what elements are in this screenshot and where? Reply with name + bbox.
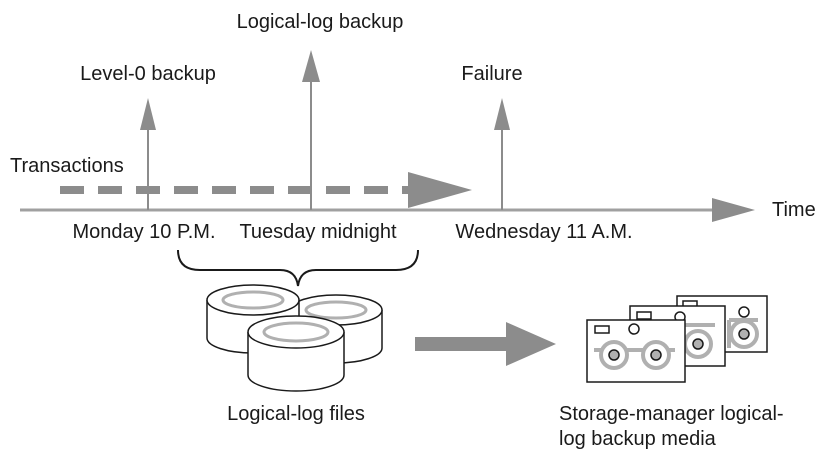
storage-media-label-line1: Storage-manager logical- [559,403,784,425]
time-axis-label: Time [772,199,816,221]
backup-media-icon [586,295,768,383]
logical-log-files-icon [206,284,383,392]
time-axis [20,198,755,222]
disk-icon [247,315,345,392]
transfer-arrow [415,322,556,366]
logical-log-backup-arrow [302,50,320,210]
logical-log-backup-label: Logical-log backup [236,11,404,33]
logical-log-files-label: Logical-log files [227,403,365,425]
wednesday-label: Wednesday 11 A.M. [455,221,633,243]
level0-backup-arrow [140,98,156,210]
tuesday-label: Tuesday midnight [239,221,397,243]
tape-cartridge-icon [586,319,686,383]
transactions-arrow [60,172,472,208]
failure-label: Failure [461,63,523,85]
transactions-label: Transactions [10,155,124,177]
curly-brace [177,249,419,287]
monday-label: Monday 10 P.M. [72,221,216,243]
storage-media-label-line2: log backup media [559,428,716,450]
failure-arrow [494,98,510,210]
level0-backup-label: Level-0 backup [80,63,216,85]
